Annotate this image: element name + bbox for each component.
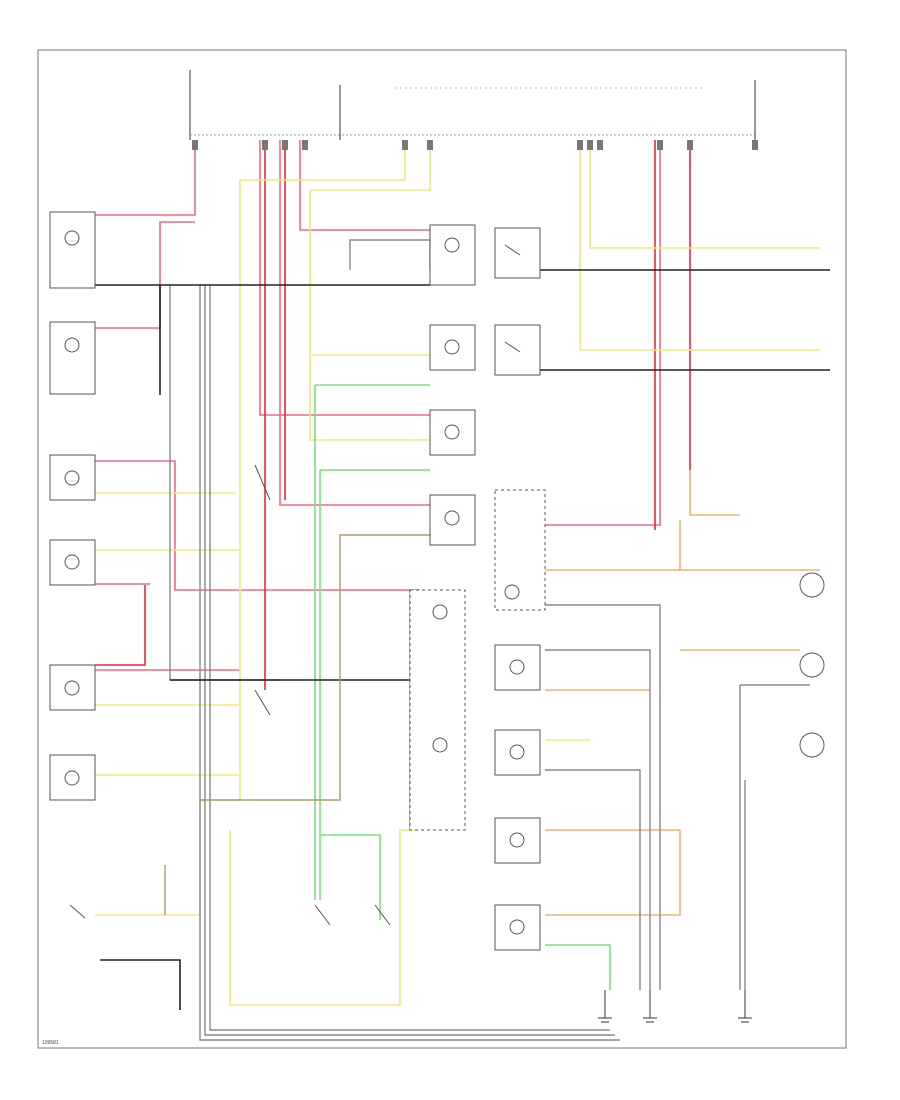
lamp-icon xyxy=(49,321,96,395)
lamp-icon xyxy=(494,817,541,864)
connector-marks xyxy=(192,140,758,150)
figure-id: 109581 xyxy=(42,1040,59,1046)
ground-icon xyxy=(598,990,752,1023)
gray-wires xyxy=(169,239,810,1041)
red-wires xyxy=(95,140,691,690)
lamp-icon xyxy=(409,589,466,831)
lamp-icon xyxy=(429,324,476,371)
power-bus xyxy=(189,70,756,140)
lamp-icon xyxy=(49,454,96,501)
lamp-icon xyxy=(429,409,476,456)
green-wires xyxy=(314,384,611,990)
switch-icon xyxy=(69,464,391,926)
lamp-icon xyxy=(799,572,825,758)
lamp-icon xyxy=(49,754,96,801)
lamp-icon xyxy=(494,729,541,776)
switch-icon xyxy=(494,227,541,279)
lamp-icon xyxy=(49,539,96,586)
orange-wires xyxy=(545,470,820,916)
switch-icon xyxy=(494,324,541,376)
lamp-icon xyxy=(49,664,96,711)
lamp-icon xyxy=(494,489,546,611)
pink-wires xyxy=(95,140,661,671)
brown-wires xyxy=(164,534,430,915)
black-wires xyxy=(95,269,830,1010)
lamp-icon xyxy=(494,644,541,691)
yellow-wires xyxy=(95,140,820,1006)
diagram-border xyxy=(37,49,847,1049)
lamp-icon xyxy=(494,904,541,951)
lamp-icon xyxy=(429,224,476,286)
lamp-icon xyxy=(49,211,96,289)
lamp-icon xyxy=(429,494,476,546)
